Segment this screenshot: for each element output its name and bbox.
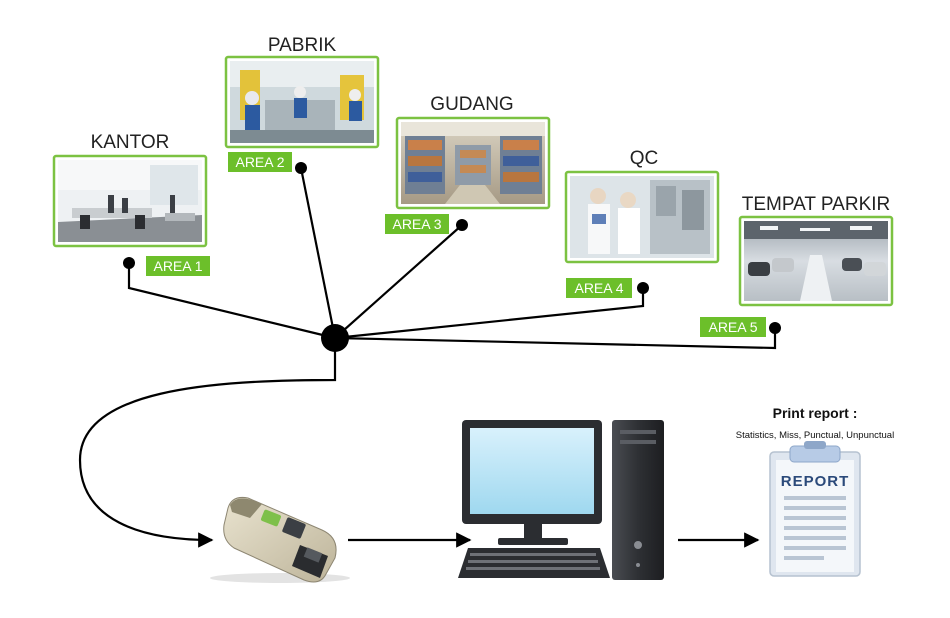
report-title: Print report : <box>773 405 858 421</box>
node-area-4 <box>637 282 649 294</box>
hub-node <box>321 324 349 352</box>
node-area-2 <box>295 162 307 174</box>
area-label: AREA 4 <box>574 280 623 296</box>
area-qc: QC AREA 4 <box>564 148 720 298</box>
node-area-1 <box>123 257 135 269</box>
parking-photo <box>744 221 888 301</box>
area-title: TEMPAT PARKIR <box>742 194 891 215</box>
area-title: GUDANG <box>430 94 513 115</box>
area-gudang: GUDANG AREA 3 <box>385 94 551 234</box>
wire-area-3 <box>334 224 463 339</box>
node-area-3 <box>456 219 468 231</box>
wire-area-2 <box>299 167 337 339</box>
area-label: AREA 3 <box>392 216 441 232</box>
area-tempat-parkir: TEMPAT PARKIR AREA 5 <box>700 194 894 337</box>
report-section: Print report : Statistics, Miss, Punctua… <box>736 405 894 577</box>
area-title: KANTOR <box>91 132 170 153</box>
area-title: PABRIK <box>268 35 337 56</box>
scanner-device-icon <box>210 497 350 583</box>
office-photo <box>58 160 202 242</box>
area-pabrik: PABRIK AREA 2 <box>224 35 380 172</box>
warehouse-photo <box>401 122 545 204</box>
area-kantor: KANTOR AREA 1 <box>52 132 210 276</box>
report-clipboard-icon: REPORT <box>769 441 861 577</box>
area-label: AREA 1 <box>153 258 202 274</box>
area-label: AREA 2 <box>235 154 284 170</box>
area-title: QC <box>630 148 659 169</box>
node-area-5 <box>769 322 781 334</box>
network-wires <box>78 162 781 548</box>
wire-area-1 <box>127 263 336 340</box>
report-subtitle: Statistics, Miss, Punctual, Unpunctual <box>736 430 894 441</box>
desktop-computer-icon <box>458 420 664 580</box>
report-document-word: REPORT <box>781 473 850 490</box>
factory-photo <box>230 61 374 143</box>
area-label: AREA 5 <box>708 319 757 335</box>
wire-hub-to-scanner <box>78 338 337 548</box>
qc-lab-photo <box>570 176 714 258</box>
wire-area-5 <box>334 328 777 350</box>
